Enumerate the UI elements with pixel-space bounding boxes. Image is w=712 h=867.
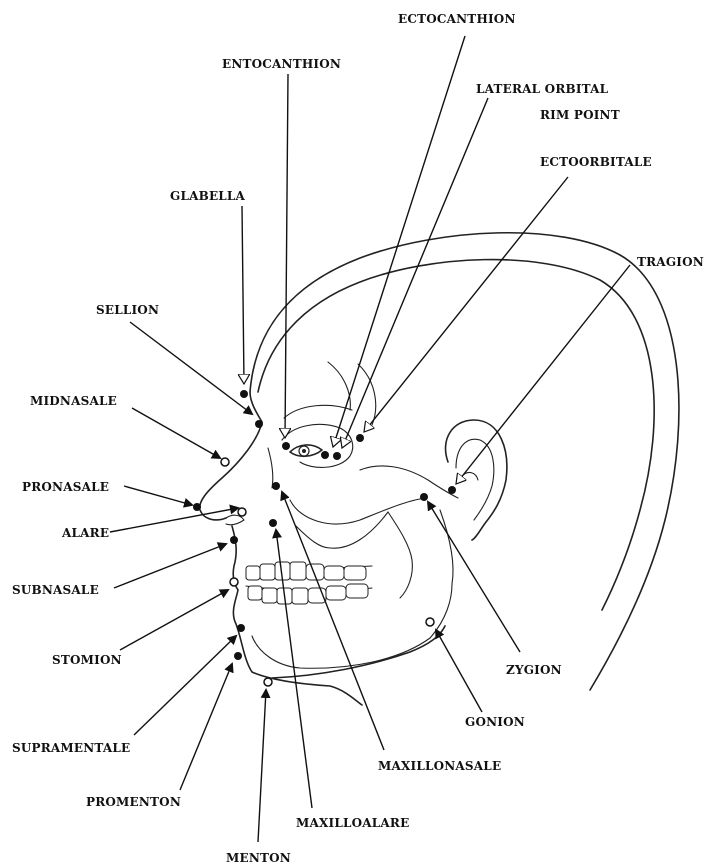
leader-gonion [436,630,482,712]
label-rim-point: RIM POINT [540,108,620,122]
scalp-outline [250,233,679,690]
jaw-neck-line [272,626,445,678]
point-zygion [420,493,428,501]
leader-ectoorbitale [364,177,568,432]
point-tragion [448,486,456,494]
leader-sellion [130,322,252,414]
lip-chin-profile [232,526,362,705]
leader-lateral-orbital [342,98,488,448]
label-pronasale: PRONASALE [22,480,109,494]
label-promenton: PROMENTON [86,795,181,809]
cheek-contour [290,498,426,524]
label-glabella: GLABELLA [170,189,246,203]
lower-face-contour [388,512,412,598]
maxilla-contour [296,512,388,548]
point-ectoorbitale [356,434,364,442]
leader-zygion [428,502,520,652]
label-ectocanthion: ECTOCANTHION [398,12,516,26]
point-midnasale [221,458,229,466]
leader-midnasale [132,408,220,458]
point-supramentale [237,624,245,632]
label-subnasale: SUBNASALE [12,583,99,597]
point-gonion [426,618,434,626]
leader-ectocanthion [333,36,465,447]
head-profile-drawing [200,233,679,705]
point-stomion [230,578,238,586]
point-sellion [255,420,263,428]
point-pronasale [193,503,201,511]
point-glabella [240,390,248,398]
nasal-bone [268,448,273,488]
label-stomion: STOMION [52,653,122,667]
point-maxillonasale [272,482,280,490]
label-entocanthion: ENTOCANTHION [222,57,341,71]
leader-stomion [120,590,228,650]
point-alare [238,508,246,516]
teeth [246,562,372,604]
label-gonion: GONION [465,715,525,729]
leader-supramentale [134,636,236,735]
label-midnasale: MIDNASALE [30,394,117,408]
zygomatic-arch [360,466,458,498]
point-menton [264,678,272,686]
label-ectoorbitale: ECTOORBITALE [540,155,652,169]
ear [446,420,507,540]
leader-maxillonasale [282,492,384,750]
label-lateral-orbital: LATERAL ORBITAL [476,82,609,96]
leader-subnasale [114,544,226,588]
skull-outline [258,260,654,610]
label-alare: ALARE [61,526,109,540]
leader-pronasale [124,486,192,505]
ramus-line [440,510,453,584]
label-menton: MENTON [226,851,291,865]
label-supramentale: SUPRAMENTALE [12,741,130,755]
forehead-line [250,392,262,422]
leader-menton [258,690,266,842]
label-maxillonasale: MAXILLONASALE [378,759,501,773]
point-promenton [234,652,242,660]
label-zygion: ZYGION [506,663,562,677]
point-subnasale [230,536,238,544]
leader-entocanthion [285,74,288,438]
landmark-points [193,390,456,686]
leader-glabella [242,206,244,384]
eye [290,445,322,456]
point-lateral-orbital [333,452,341,460]
label-maxilloalare: MAXILLOALARE [296,816,409,830]
label-sellion: SELLION [96,303,159,317]
leader-tragion [456,265,630,484]
label-tragion: TRAGION [637,255,704,269]
point-ectocanthion [321,451,329,459]
point-entocanthion [282,442,290,450]
nose-profile [200,422,262,520]
brow-ridge [284,405,352,418]
point-maxilloalare [269,519,277,527]
